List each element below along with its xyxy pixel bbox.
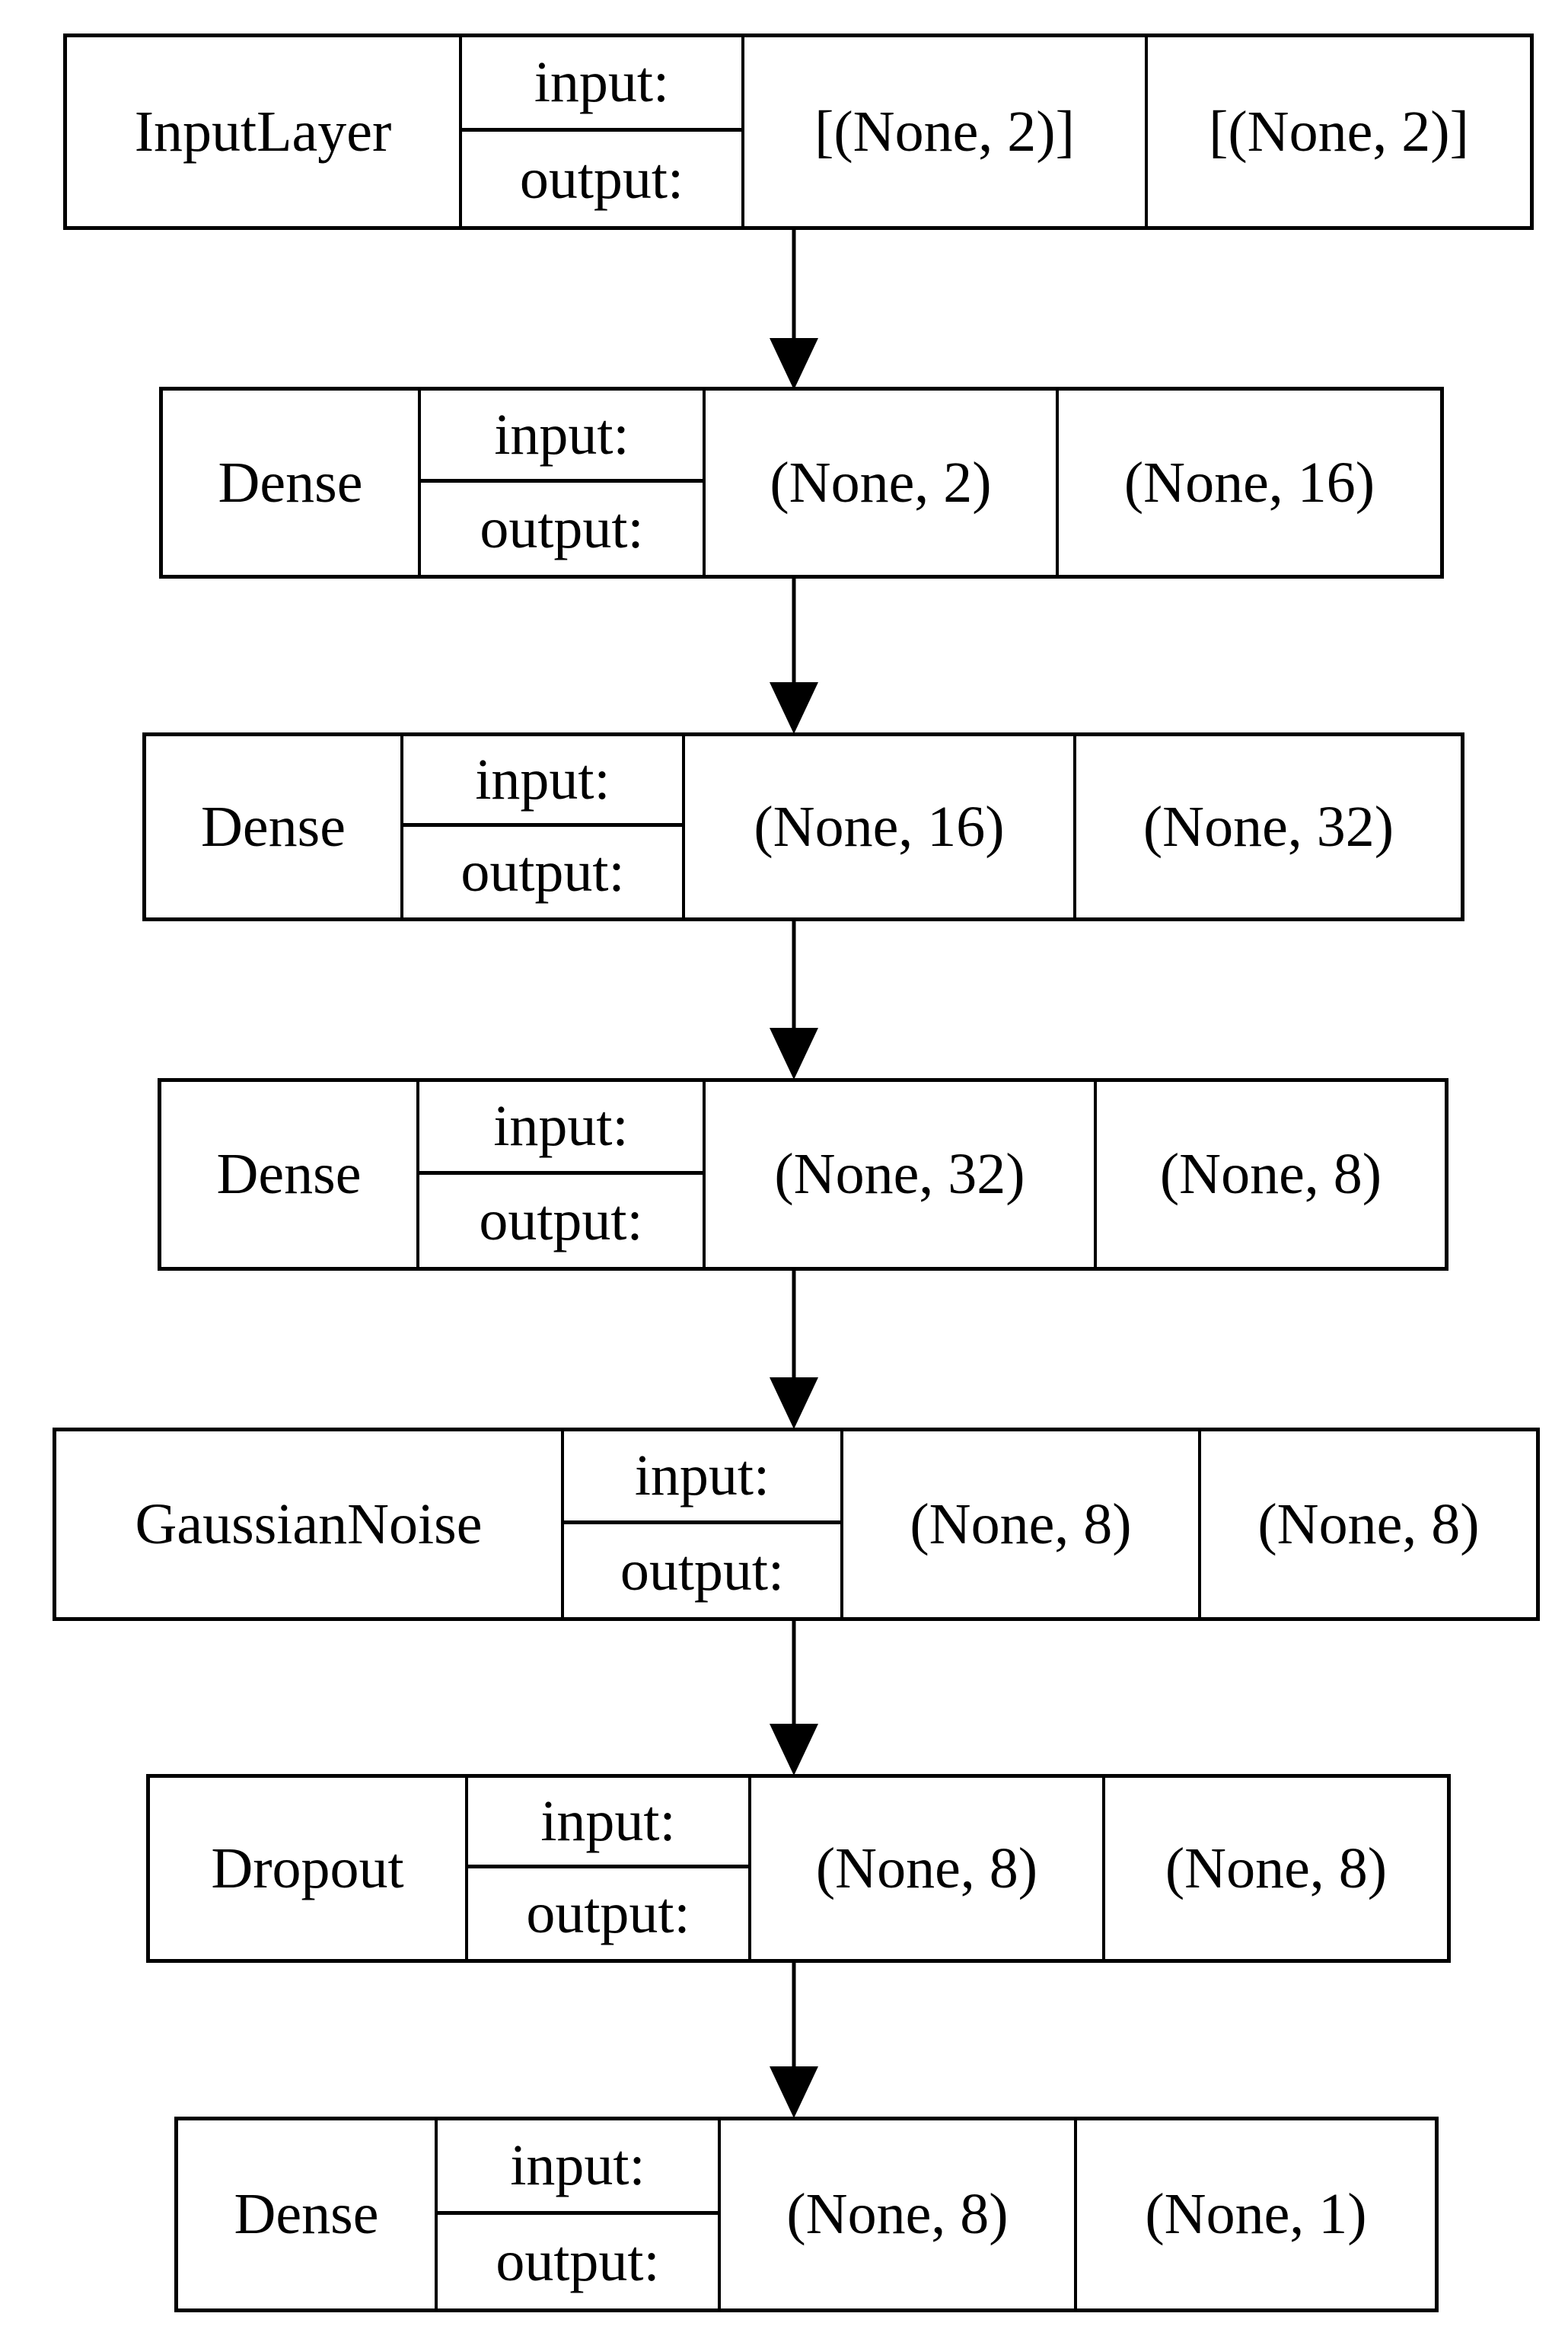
output-label: output:	[496, 2229, 660, 2293]
input-shape-value: (None, 8)	[751, 1778, 1105, 1959]
output-shape-value: [(None, 2)]	[1209, 99, 1469, 164]
output-shape-value: (None, 1)	[1145, 2182, 1367, 2246]
layer-name-label: Dense	[161, 1082, 419, 1267]
input-label: input:	[564, 1431, 840, 1524]
layer-node-dense-4: Dense input: output: (None, 8) (None, 1)	[174, 2117, 1439, 2312]
io-label-cell: input: output:	[564, 1431, 843, 1617]
input-shape-value: (None, 32)	[706, 1082, 1097, 1267]
arrow-down	[770, 577, 818, 734]
input-shape-value: (None, 16)	[685, 736, 1076, 917]
layer-name-label: Dropout	[150, 1778, 468, 1959]
arrowhead-icon	[770, 1377, 818, 1429]
output-label: output:	[526, 1881, 690, 1945]
io-label-cell: input: output:	[421, 391, 706, 575]
io-label-cell: input: output:	[419, 1082, 706, 1267]
io-label-cell: input: output:	[462, 37, 744, 226]
layer-name-label: Dense	[163, 391, 421, 575]
io-label-cell: input: output:	[403, 736, 685, 917]
layer-name-label: InputLayer	[67, 37, 462, 226]
layer-node-dense-2: Dense input: output: (None, 16) (None, 3…	[142, 732, 1464, 921]
arrowhead-icon	[770, 682, 818, 734]
output-label: output:	[480, 496, 644, 560]
arrowhead-icon	[770, 338, 818, 390]
input-label: input:	[468, 1778, 748, 1868]
layer-name-label: GaussianNoise	[56, 1431, 564, 1617]
arrow-down	[770, 1619, 818, 1776]
input-label: input:	[438, 2120, 718, 2215]
layer-name-label: Dense	[146, 736, 403, 917]
layer-node-dense-1: Dense input: output: (None, 2) (None, 16…	[159, 387, 1444, 579]
output-label: output:	[519, 146, 684, 211]
arrow-down	[770, 920, 818, 1080]
io-label-cell: input: output:	[468, 1778, 751, 1959]
output-label: output:	[461, 840, 625, 904]
arrow-shaft	[792, 1269, 796, 1406]
output-label: output:	[479, 1188, 643, 1252]
input-shape-value: [(None, 2)]	[744, 37, 1148, 226]
output-shape-value: (None, 8)	[1257, 1492, 1480, 1556]
output-shape-value: (None, 32)	[1143, 794, 1394, 859]
output-shape-value: (None, 8)	[1159, 1142, 1382, 1206]
arrowhead-icon	[770, 1724, 818, 1776]
layer-name-label: Dense	[178, 2120, 438, 2308]
layer-node-gaussiannoise: GaussianNoise input: output: (None, 8) (…	[53, 1428, 1540, 1621]
arrow-down	[770, 1269, 818, 1429]
arrow-shaft	[792, 1961, 796, 2095]
arrow-down	[770, 1961, 818, 2118]
input-shape-value: (None, 8)	[843, 1431, 1201, 1617]
output-shape-value: (None, 16)	[1123, 450, 1375, 515]
input-shape-value: (None, 8)	[721, 2120, 1077, 2308]
input-label: input:	[403, 736, 682, 827]
layer-node-dropout: Dropout input: output: (None, 8) (None, …	[146, 1774, 1451, 1963]
layer-node-inputlayer: InputLayer input: output: [(None, 2)] [(…	[63, 34, 1534, 230]
layer-node-dense-3: Dense input: output: (None, 32) (None, 8…	[158, 1078, 1448, 1271]
arrow-down	[770, 228, 818, 390]
input-label: input:	[462, 37, 741, 132]
input-label: input:	[421, 391, 703, 483]
input-label: input:	[419, 1082, 703, 1175]
arrow-shaft	[792, 1619, 796, 1753]
arrow-shaft	[792, 920, 796, 1057]
arrowhead-icon	[770, 2066, 818, 2118]
output-shape-value: (None, 8)	[1165, 1836, 1388, 1900]
arrow-shaft	[792, 577, 796, 711]
arrowhead-icon	[770, 1028, 818, 1080]
output-label: output:	[620, 1538, 785, 1603]
input-shape-value: (None, 2)	[706, 391, 1059, 575]
arrow-shaft	[792, 228, 796, 367]
io-label-cell: input: output:	[438, 2120, 721, 2308]
